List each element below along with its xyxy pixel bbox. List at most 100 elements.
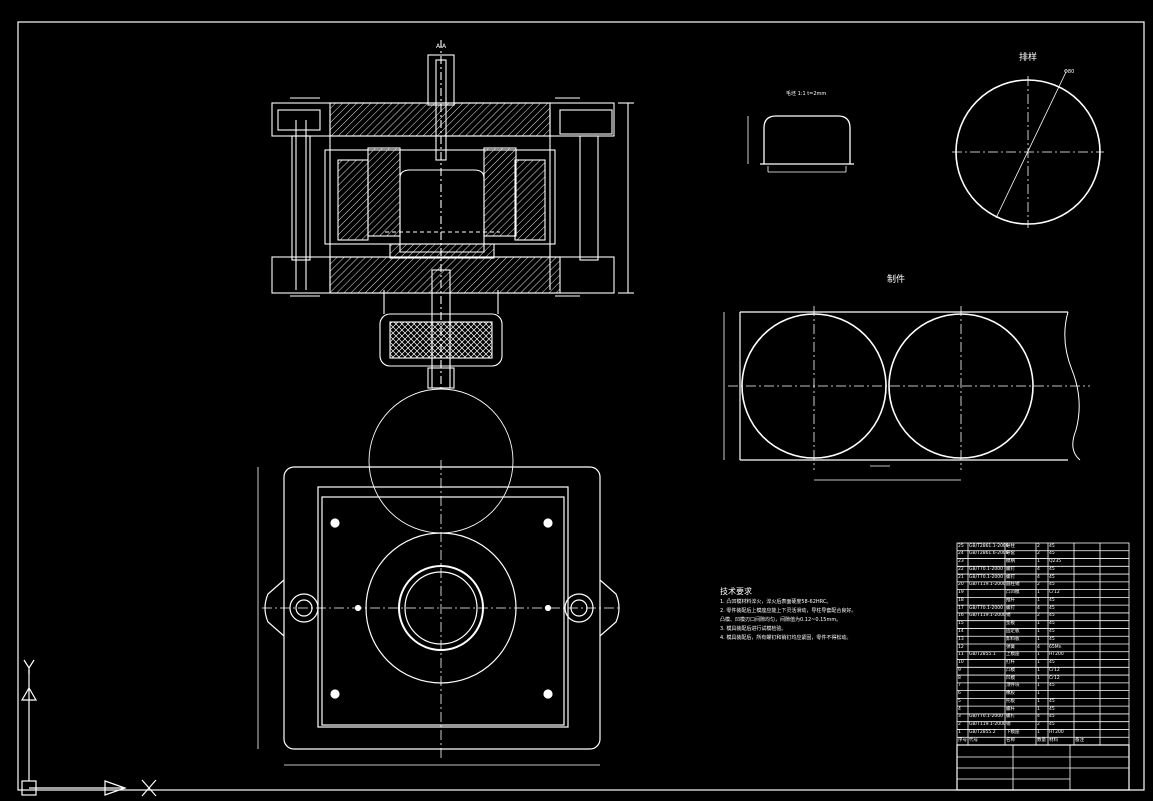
bom-cell: 序号 <box>958 737 967 743</box>
bom-cell: 45 <box>1049 543 1055 549</box>
bom-cell: GB/T70.1-2000 <box>969 566 1003 572</box>
bom-cell: 4 <box>1037 714 1040 720</box>
blank-size-label: Φ80 <box>1064 69 1075 75</box>
bom-cell: 4 <box>1037 605 1040 611</box>
bom-cell: 垫板 <box>1006 621 1015 627</box>
bom-cell: 托板 <box>1006 698 1015 704</box>
bom-cell: 18 <box>958 597 964 603</box>
note-line: 2. 零件装配后上模座应能上下灵活滑动，导柱导套配合良好。 <box>720 608 857 614</box>
bom-cell: 45 <box>1049 566 1055 572</box>
bom-cell: 23 <box>958 559 964 565</box>
bom-cell: GB/T2861.1-2008 <box>969 543 1009 549</box>
bom-cell: Cr12 <box>1049 675 1060 681</box>
bom-cell: 9 <box>958 667 961 673</box>
bom-cell: 1 <box>1037 698 1040 704</box>
bom-cell: 销 <box>1006 613 1011 619</box>
bom-cell: 1 <box>1037 628 1040 634</box>
bom-cell: 2 <box>1037 543 1040 549</box>
bom-cell: 45 <box>1049 605 1055 611</box>
note-line: 4. 模具装配后，所有螺钉和销钉均应紧固，零件不得松动。 <box>720 635 852 641</box>
bom-cell: 凸模 <box>1006 667 1015 673</box>
bom-cell: 45 <box>1049 628 1055 634</box>
blank-caption: 毛坯 1:1 t=2mm <box>786 91 827 97</box>
bom-cell: 1 <box>958 729 961 735</box>
note-line: 3. 模具装配后进行试模检验。 <box>720 626 787 632</box>
bom-cell: GB/T2861.6-2008 <box>969 551 1009 557</box>
bom-cell: 材料 <box>1049 737 1058 743</box>
bom-cell: 5 <box>958 698 961 704</box>
bom-cell: 45 <box>1049 597 1055 603</box>
bom-cell: 16 <box>958 613 964 619</box>
blank-circle-view <box>952 71 1104 228</box>
bom-cell: HT200 <box>1049 729 1064 735</box>
sheet-border <box>17 21 1145 791</box>
bom-cell: 1 <box>1037 559 1040 565</box>
bom-cell: 1 <box>1037 706 1040 712</box>
bom-cell: 7 <box>958 683 961 689</box>
bom-cell: 45 <box>1049 621 1055 627</box>
bom-cell: 螺钉 <box>1006 605 1015 611</box>
bom-cell: 备注 <box>1075 737 1084 743</box>
bom-cell: 45 <box>1049 706 1055 712</box>
formed-part-title: 制件 <box>887 275 906 285</box>
bom-cell: 数量 <box>1037 737 1046 743</box>
technical-notes: 技术要求 1. 凸凹模材料淬火，淬火后表面硬度58-62HRC。 2. 零件装配后… <box>720 588 940 645</box>
bom-cell: 2 <box>958 722 961 728</box>
bom-cell: Q235 <box>1049 559 1062 565</box>
bom-cell: GB/T70.1-2000 <box>969 574 1003 580</box>
bom-cell: Cr12 <box>1049 667 1060 673</box>
bom-cell: 凹模 <box>1006 675 1015 681</box>
bom-cell: 导柱 <box>1006 543 1015 549</box>
bom-cell: 45 <box>1049 574 1055 580</box>
bom-cell: 65Mn <box>1049 644 1062 650</box>
bom-cell: 45 <box>1049 636 1055 642</box>
bom-cell: 24 <box>958 551 964 557</box>
bom-cell: 代号 <box>969 737 978 743</box>
bom-cell: 25 <box>958 543 964 549</box>
bom-cell: 8 <box>958 675 961 681</box>
bom-cell: 2 <box>1037 613 1040 619</box>
bom-cell: GB/T2855.2 <box>969 729 996 735</box>
bom-cell: 21 <box>958 574 964 580</box>
blank-detail <box>747 115 854 173</box>
bom-cell: 6 <box>958 691 961 697</box>
bom-cell: 10 <box>958 660 964 666</box>
bom-cell: 1 <box>1037 729 1040 735</box>
note-line: 1. 凸凹模材料淬火，淬火后表面硬度58-62HRC。 <box>720 599 832 605</box>
bom-cell: GB/T70.1-2000 <box>969 714 1003 720</box>
bom-cell: 1 <box>1037 652 1040 658</box>
ucs-axis-icon <box>20 659 157 797</box>
bom-cell: 22 <box>958 566 964 572</box>
bom-cell: 45 <box>1049 714 1055 720</box>
bom-cell: 4 <box>1037 566 1040 572</box>
bom-cell: 1 <box>1037 691 1040 697</box>
bom-cell: Cr12 <box>1049 590 1060 596</box>
bom-cell: 螺钉 <box>1006 714 1015 720</box>
bom-cell: 45 <box>1049 660 1055 666</box>
bom-cell: 螺钉 <box>1006 574 1015 580</box>
bom-cell: GB/T119.1-2000 <box>969 613 1006 619</box>
bom-cell: 弹簧 <box>1006 644 1015 650</box>
bom-cell: 销 <box>1006 722 1011 728</box>
bom-cell: 3 <box>958 714 961 720</box>
bom-cell: 模柄 <box>1006 559 1015 565</box>
layout-title: 排样 <box>1019 53 1038 63</box>
bom-cell: GB/T70.1-2000 <box>969 605 1003 611</box>
bom-cell: 17 <box>958 605 964 611</box>
notes-title: 技术要求 <box>720 587 752 596</box>
bom-cell: GB/T2855.1 <box>969 652 996 658</box>
bom-cell: 1 <box>1037 597 1040 603</box>
bom-cell: 12 <box>958 644 964 650</box>
bom-cell: 卸料板 <box>1006 636 1020 642</box>
bom-cell: 螺杆 <box>1006 706 1015 712</box>
bom-cell: 2 <box>1037 582 1040 588</box>
bom-cell: 导套 <box>1006 551 1015 557</box>
bom-cell: 1 <box>1037 636 1040 642</box>
bom-cell: 上模座 <box>1006 652 1020 658</box>
note-line: 凸模、凹模刃口间隙均匀，间隙值为0.12~0.15mm。 <box>720 617 842 623</box>
bom-cell: 2 <box>1037 551 1040 557</box>
bom-cell: 2 <box>1037 722 1040 728</box>
bom-cell: GB/T119.1-2000 <box>969 582 1006 588</box>
